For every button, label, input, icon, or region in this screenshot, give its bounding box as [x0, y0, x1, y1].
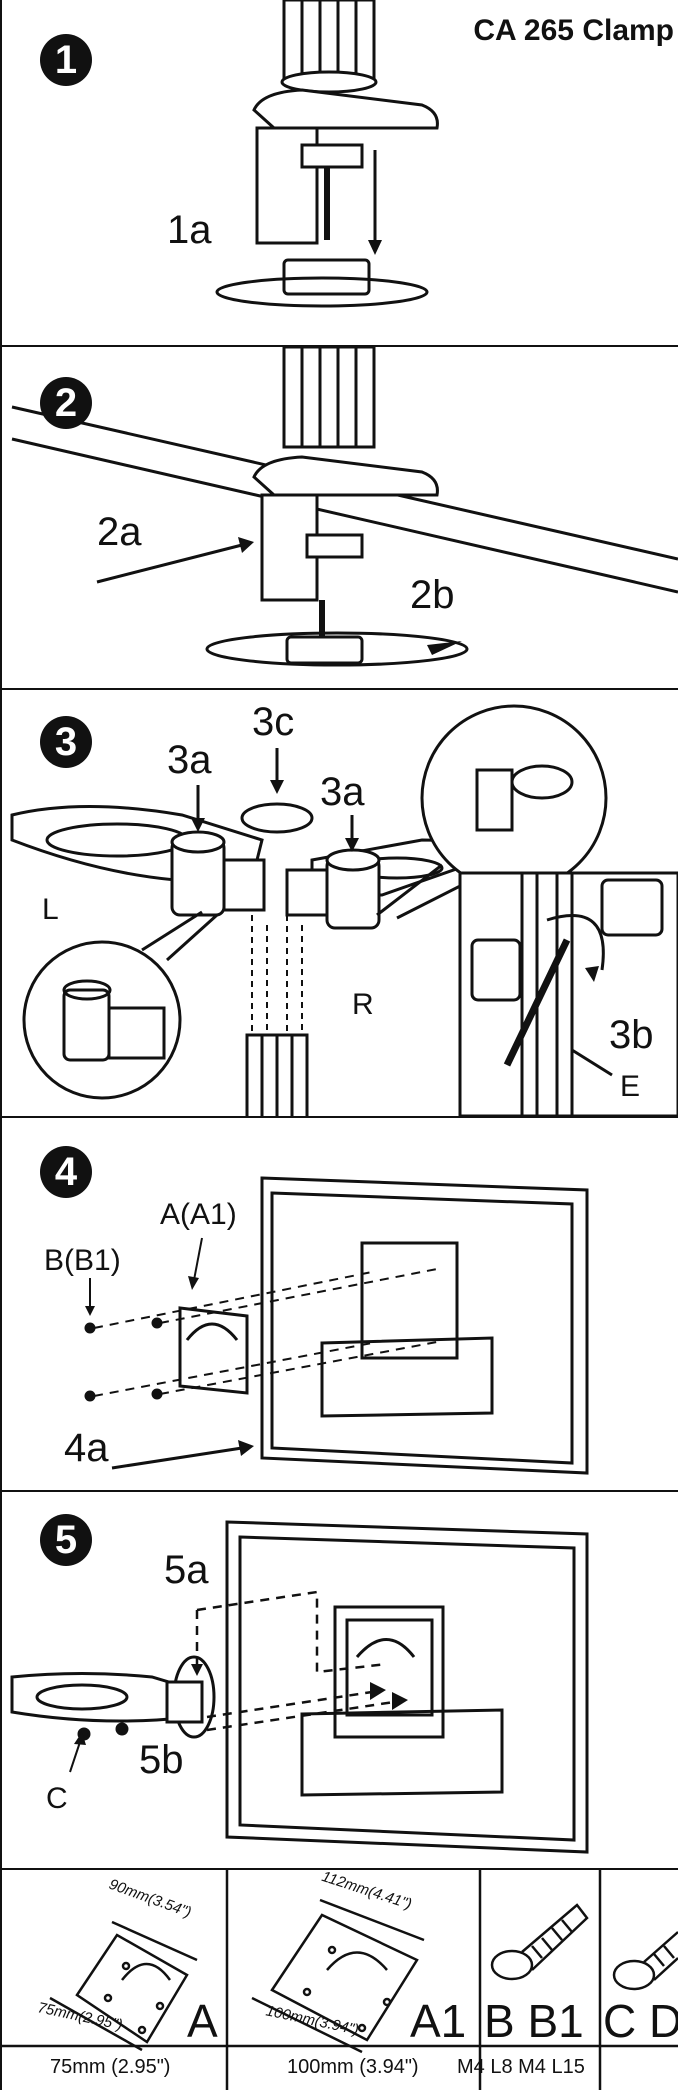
label-c: C — [46, 1782, 68, 1815]
step-1-badge: 1 — [40, 34, 92, 86]
plate-a-letter: A — [187, 1995, 218, 2047]
step-5-panel: 5 5a 5b C — [0, 1490, 678, 1868]
label-4a: 4a — [64, 1426, 109, 1470]
footer-col-3: M4 L8 M4 L15 — [457, 2056, 585, 2078]
step-1-panel: 1 CA 265 Clamp 1a — [0, 0, 678, 345]
step-5-badge: 5 — [40, 1514, 92, 1566]
step-2-panel: 2 2a 2b — [0, 345, 678, 688]
monitor-illustration-step-5 — [10, 1520, 589, 1854]
label-3b: 3b — [609, 1013, 654, 1057]
footer-col-2: 100mm (3.94") — [287, 2056, 419, 2078]
step-4-badge: 4 — [40, 1146, 92, 1198]
monitor-illustration-step-4 — [84, 1176, 589, 1475]
label-2b: 2b — [410, 573, 455, 617]
plate-a1-letter: A1 — [410, 1995, 467, 2047]
screw-b-letters: B B1 — [484, 1995, 584, 2047]
parts-panel: 90mm(3.54") 75mm(2.95") A 112mm(4.41") 1… — [0, 1868, 678, 2090]
footer-col-1: 75mm (2.95") — [50, 2056, 171, 2078]
step-4-panel: 4 A(A1) B(B1) 4a — [0, 1116, 678, 1490]
label-2a: 2a — [97, 510, 142, 554]
label-5a: 5a — [164, 1548, 209, 1592]
label-r: R — [352, 988, 374, 1021]
step-3-panel: 3 3a 3c 3a L R 3b E — [0, 688, 678, 1116]
parts-illustration — [2, 1870, 678, 2090]
page-title: CA 265 Clamp — [473, 14, 674, 47]
clamp-illustration-step-1 — [215, 0, 439, 308]
step-2-badge: 2 — [40, 377, 92, 429]
label-3a-left: 3a — [167, 738, 212, 782]
arm-illustration-step-3 — [10, 704, 678, 1116]
screw-c-letters: C D — [603, 1995, 678, 2047]
step-3-badge: 3 — [40, 716, 92, 768]
label-3a-right: 3a — [320, 770, 365, 814]
label-3c: 3c — [252, 700, 295, 744]
label-b-b1: B(B1) — [44, 1244, 121, 1277]
label-5b: 5b — [139, 1738, 184, 1782]
label-e: E — [620, 1070, 641, 1103]
label-l: L — [42, 893, 59, 926]
clamp-illustration-step-2 — [11, 347, 678, 667]
label-a-a1: A(A1) — [160, 1198, 237, 1231]
label-1a: 1a — [167, 208, 212, 252]
